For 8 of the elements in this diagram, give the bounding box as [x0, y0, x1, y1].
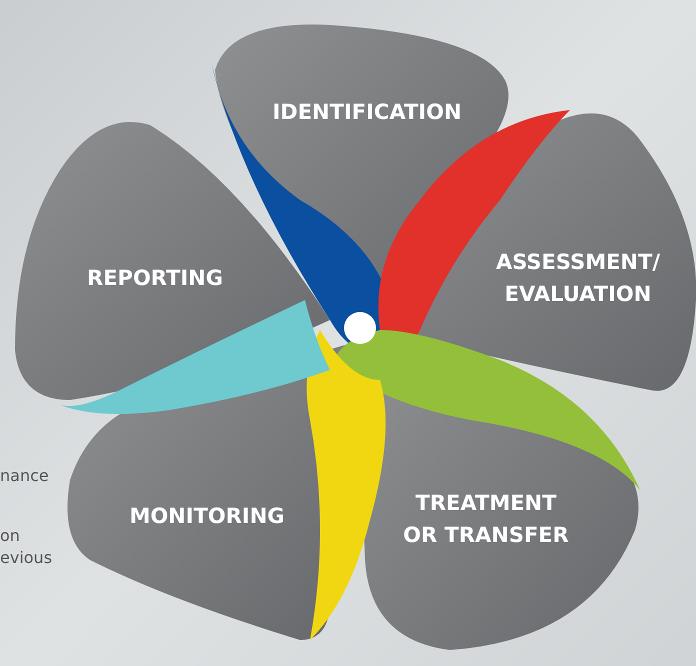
petal-label: MONITORING — [128, 503, 286, 530]
text-fragment: evious — [0, 548, 52, 567]
petal-label: REPORTING — [86, 265, 224, 292]
petal-label: ASSESSMENT/ EVALUATION — [494, 249, 662, 308]
text-fragment: nance — [0, 466, 49, 485]
petal-label: IDENTIFICATION — [271, 99, 463, 126]
petal-label: TREATMENT OR TRANSFER — [402, 490, 570, 549]
text-fragment: on — [0, 526, 20, 545]
